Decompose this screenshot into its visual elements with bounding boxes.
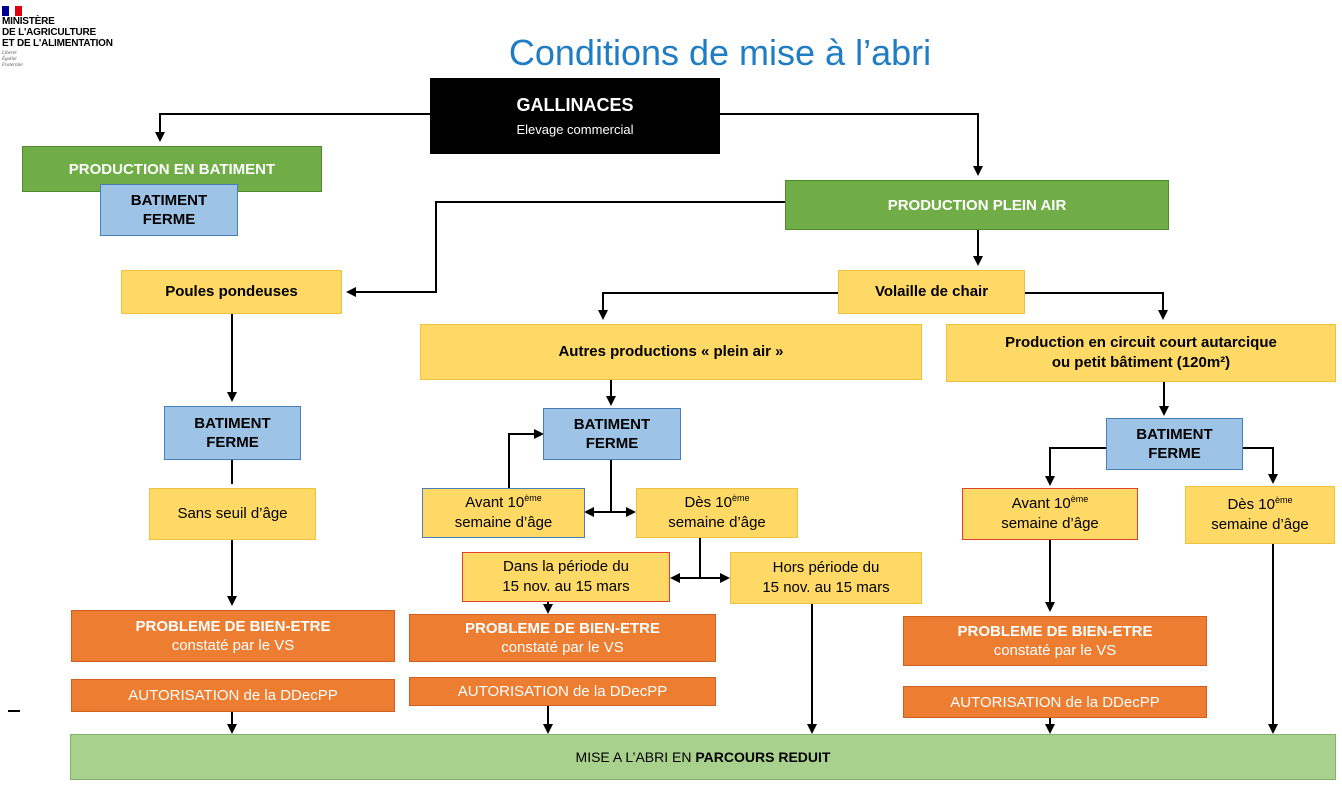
node-probleme-3: PROBLEME DE BIEN-ETRE constaté par le VS <box>903 616 1207 666</box>
production-plein-air-label: PRODUCTION PLEIN AIR <box>887 196 1067 214</box>
des-10-a-line1: Dès 10ème <box>684 493 749 513</box>
node-sans-seuil: Sans seuil d’âge <box>149 488 316 540</box>
sans-seuil-label: Sans seuil d’âge <box>177 505 288 522</box>
node-autorisation-2: AUTORISATION de la DDecPP <box>409 677 716 706</box>
des-10-a-sup: ème <box>732 493 750 503</box>
node-hors-periode: Hors période du 15 nov. au 15 mars <box>730 552 922 604</box>
batiment-ferme-1-line2: FERME <box>142 211 196 228</box>
node-autorisation-1: AUTORISATION de la DDecPP <box>71 679 395 712</box>
node-batiment-ferme-3: BATIMENT FERME <box>543 408 681 460</box>
batiment-ferme-3-line2: FERME <box>585 435 639 452</box>
avant-10-a-pre: Avant 10 <box>465 494 525 511</box>
gallinaces-title: GALLINACES <box>516 95 634 115</box>
node-des-10-b: Dès 10ème semaine d’âge <box>1185 486 1335 544</box>
logo-line-1: MINISTÈRE <box>2 16 55 27</box>
logo-line-2: DE L'AGRICULTURE <box>2 27 96 38</box>
circuit-court-line1: Production en circuit court autarcique <box>1005 334 1277 351</box>
flag-red <box>15 6 23 16</box>
node-probleme-1: PROBLEME DE BIEN-ETRE constaté par le VS <box>71 610 395 662</box>
logo-line-3: ET DE L'ALIMENTATION <box>2 38 113 49</box>
node-batiment-ferme-4: BATIMENT FERME <box>1106 418 1243 470</box>
dans-periode-line2: 15 nov. au 15 mars <box>502 578 630 595</box>
poules-pondeuses-label: Poules pondeuses <box>165 283 298 300</box>
dash-mark <box>8 710 20 712</box>
batiment-ferme-2-line1: BATIMENT <box>194 415 271 432</box>
avant-10-b-line1: Avant 10ème <box>1012 494 1088 514</box>
batiment-ferme-3-line1: BATIMENT <box>573 416 651 433</box>
edge-volaille-circuit <box>1025 292 1168 320</box>
autorisation-3-label: AUTORISATION de la DDecPP <box>950 693 1160 711</box>
avant-10-b-sup: ème <box>1070 494 1089 504</box>
batiment-ferme-2-line2: FERME <box>206 434 259 451</box>
des-10-a-pre: Dès 10 <box>684 494 732 511</box>
autorisation-1-label: AUTORISATION de la DDecPP <box>128 687 338 704</box>
des-10-a-line2: semaine d’âge <box>668 514 766 531</box>
edge-avant-loop <box>508 429 544 488</box>
node-des-10-a: Dès 10ème semaine d’âge <box>636 488 798 538</box>
node-batiment-ferme-1: BATIMENT FERME <box>100 184 238 236</box>
edge-gallinaces-pleinair <box>720 113 983 176</box>
edge-pleinair-poules <box>346 201 785 297</box>
batiment-ferme-4-line1: BATIMENT <box>1136 426 1213 443</box>
node-circuit-court: Production en circuit court autarcique o… <box>946 324 1336 382</box>
dans-periode-line1: Dans la période du <box>503 558 629 575</box>
des-10-b-line2: semaine d’âge <box>1211 516 1309 533</box>
circuit-court-line2: ou petit bâtiment (120m²) <box>1051 354 1231 371</box>
probleme-3-line1: PROBLEME DE BIEN-ETRE <box>957 623 1153 640</box>
node-production-plein-air: PRODUCTION PLEIN AIR <box>785 180 1169 230</box>
node-probleme-2: PROBLEME DE BIEN-ETRE constaté par le VS <box>409 614 716 662</box>
avant-10-b-pre: Avant 10 <box>1011 495 1071 512</box>
node-dans-periode: Dans la période du 15 nov. au 15 mars <box>462 552 670 602</box>
avant-10-a-line2: semaine d’âge <box>454 514 553 531</box>
ministry-logo: MINISTÈRE DE L'AGRICULTURE ET DE L'ALIME… <box>2 6 142 69</box>
logo-motto: Liberté Égalité Fraternité <box>2 51 142 69</box>
probleme-1-line2: constaté par le VS <box>171 637 295 654</box>
probleme-2-line2: constaté par le VS <box>501 639 624 656</box>
edge-volaille-autres <box>598 292 838 320</box>
edge-batiment4-des <box>1243 447 1278 484</box>
production-batiment-label: PRODUCTION EN BATIMENT <box>68 160 276 178</box>
edge-gallinaces-batiment <box>155 113 430 142</box>
node-mise-a-l-abri: MISE A L’ABRI EN PARCOURS REDUIT <box>70 734 1336 780</box>
des-10-b-sup: ème <box>1275 495 1293 505</box>
node-autres-productions: Autres productions « plein air » <box>420 324 922 380</box>
flag-blue <box>2 6 9 16</box>
avant-10-b-line2: semaine d’âge <box>1001 515 1099 532</box>
motto-1: Liberté <box>2 51 17 56</box>
probleme-2-line1: PROBLEME DE BIEN-ETRE <box>464 620 660 637</box>
final-bold: PARCOURS REDUIT <box>695 749 831 765</box>
probleme-1-line1: PROBLEME DE BIEN-ETRE <box>135 618 331 635</box>
node-gallinaces: GALLINACES Elevage commercial <box>430 78 720 154</box>
avant-10-a-sup: ème <box>524 493 542 503</box>
french-flag-icon <box>2 6 23 16</box>
avant-10-a-line1: Avant 10ème <box>465 493 541 513</box>
autres-productions-label: Autres productions « plein air » <box>558 343 784 360</box>
node-avant-10-b: Avant 10ème semaine d’âge <box>962 488 1138 540</box>
node-autorisation-3: AUTORISATION de la DDecPP <box>903 686 1207 718</box>
flag-white <box>8 6 16 16</box>
node-poules-pondeuses: Poules pondeuses <box>121 270 342 314</box>
edge-batiment4-avant <box>1045 447 1106 486</box>
motto-3: Fraternité <box>2 63 23 68</box>
hors-periode-line2: 15 nov. au 15 mars <box>762 579 890 596</box>
gallinaces-subtitle: Elevage commercial <box>516 122 634 137</box>
autorisation-2-label: AUTORISATION de la DDecPP <box>457 683 668 700</box>
des-10-b-line1: Dès 10ème <box>1227 495 1292 515</box>
batiment-ferme-4-line2: FERME <box>1148 445 1201 462</box>
batiment-ferme-1-line1: BATIMENT <box>130 192 208 209</box>
probleme-3-line2: constaté par le VS <box>993 642 1117 659</box>
volaille-chair-label: Volaille de chair <box>874 283 989 300</box>
node-batiment-ferme-2: BATIMENT FERME <box>164 406 301 460</box>
node-avant-10-a: Avant 10ème semaine d’âge <box>422 488 585 538</box>
motto-2: Égalité <box>2 57 17 62</box>
node-volaille-chair: Volaille de chair <box>838 270 1025 314</box>
hors-periode-line1: Hors période du <box>772 559 880 576</box>
des-10-b-pre: Dès 10 <box>1227 496 1275 513</box>
final-pre: MISE A L’ABRI EN <box>575 749 696 765</box>
page-title: Conditions de mise à l’abri <box>508 32 932 73</box>
